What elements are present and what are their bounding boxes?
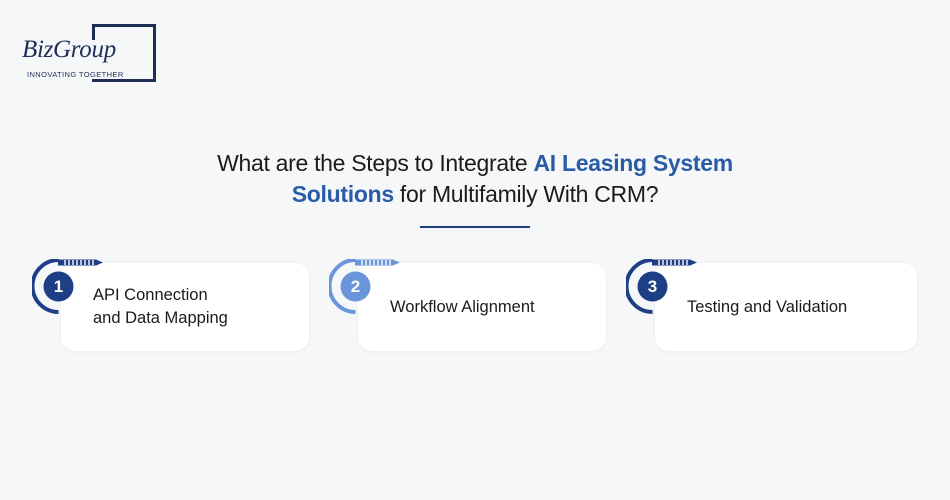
step-badge-2-graphic: [329, 259, 400, 314]
step-badge-1-graphic: [32, 259, 103, 314]
logo-tagline: INNOVATING TOGETHER: [27, 70, 124, 79]
bizgroup-logo: BizGroup INNOVATING TOGETHER: [22, 24, 156, 82]
step-number-1: 1: [53, 276, 64, 296]
step-number-2: 2: [350, 276, 361, 296]
page-title: What are the Steps to Integrate AI Leasi…: [0, 148, 950, 210]
title-text-2: for Multifamily With CRM?: [393, 181, 659, 207]
logo-brand: BizGroup: [22, 36, 116, 63]
step-badge-1: 1: [32, 259, 104, 315]
title-highlight-1: AI Leasing System: [533, 150, 734, 176]
step-card-3: Testing and Validation: [655, 263, 917, 351]
title-highlight-2: Solutions: [291, 181, 394, 207]
step-card-2: Workflow Alignment: [358, 263, 606, 351]
title-text-1: What are the Steps to Integrate: [217, 150, 534, 176]
logo-frame: [92, 24, 156, 82]
step-label-2: Workflow Alignment: [390, 297, 535, 316]
step-badge-3: 3: [626, 259, 698, 315]
step-badge-2: 2: [329, 259, 401, 315]
step-label-3: Testing and Validation: [687, 297, 848, 316]
step-badge-3-graphic: [626, 259, 697, 314]
step-number-3: 3: [647, 276, 658, 296]
title-underline: [420, 226, 530, 228]
